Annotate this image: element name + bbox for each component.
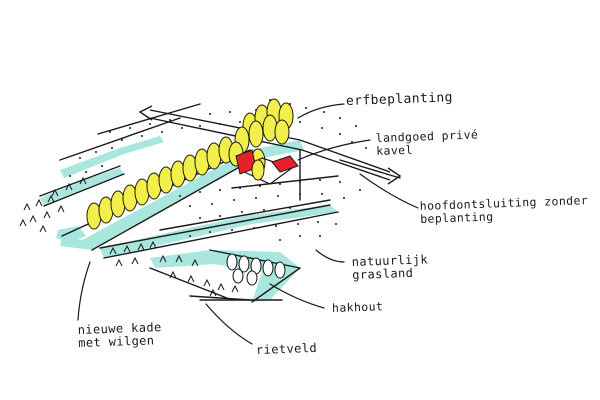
access-road [138, 105, 402, 185]
lower-canal [100, 205, 338, 258]
water-channels [40, 136, 338, 302]
left-ditch [40, 168, 124, 206]
main-canal [60, 140, 304, 250]
bottom-ditch [150, 250, 300, 302]
label-grasland-line2: grasland [351, 265, 414, 282]
label-hakhout: hakhout [331, 299, 384, 315]
reed-tufts [19, 176, 239, 297]
willow-tree-row [86, 136, 234, 230]
label-rietveld: rietveld [255, 340, 318, 357]
label-erfbeplanting: erfbeplanting [345, 90, 454, 109]
label-erfbeplanting-text: erfbeplanting [345, 90, 454, 109]
label-rietveld-text: rietveld [255, 340, 318, 357]
leader-lines [77, 103, 419, 345]
estate-house [235, 149, 299, 185]
label-hakhout-text: hakhout [331, 299, 384, 315]
label-landgoed: landgoed privé kavel [376, 127, 479, 158]
upper-left-ditch [60, 136, 164, 178]
coppice-trees [226, 253, 286, 286]
label-kade: nieuwe kade met wilgen [78, 320, 163, 350]
label-grasland: natuurlijk grasland [351, 252, 429, 282]
grassland-stipple [69, 99, 367, 241]
small-pond [56, 226, 86, 242]
